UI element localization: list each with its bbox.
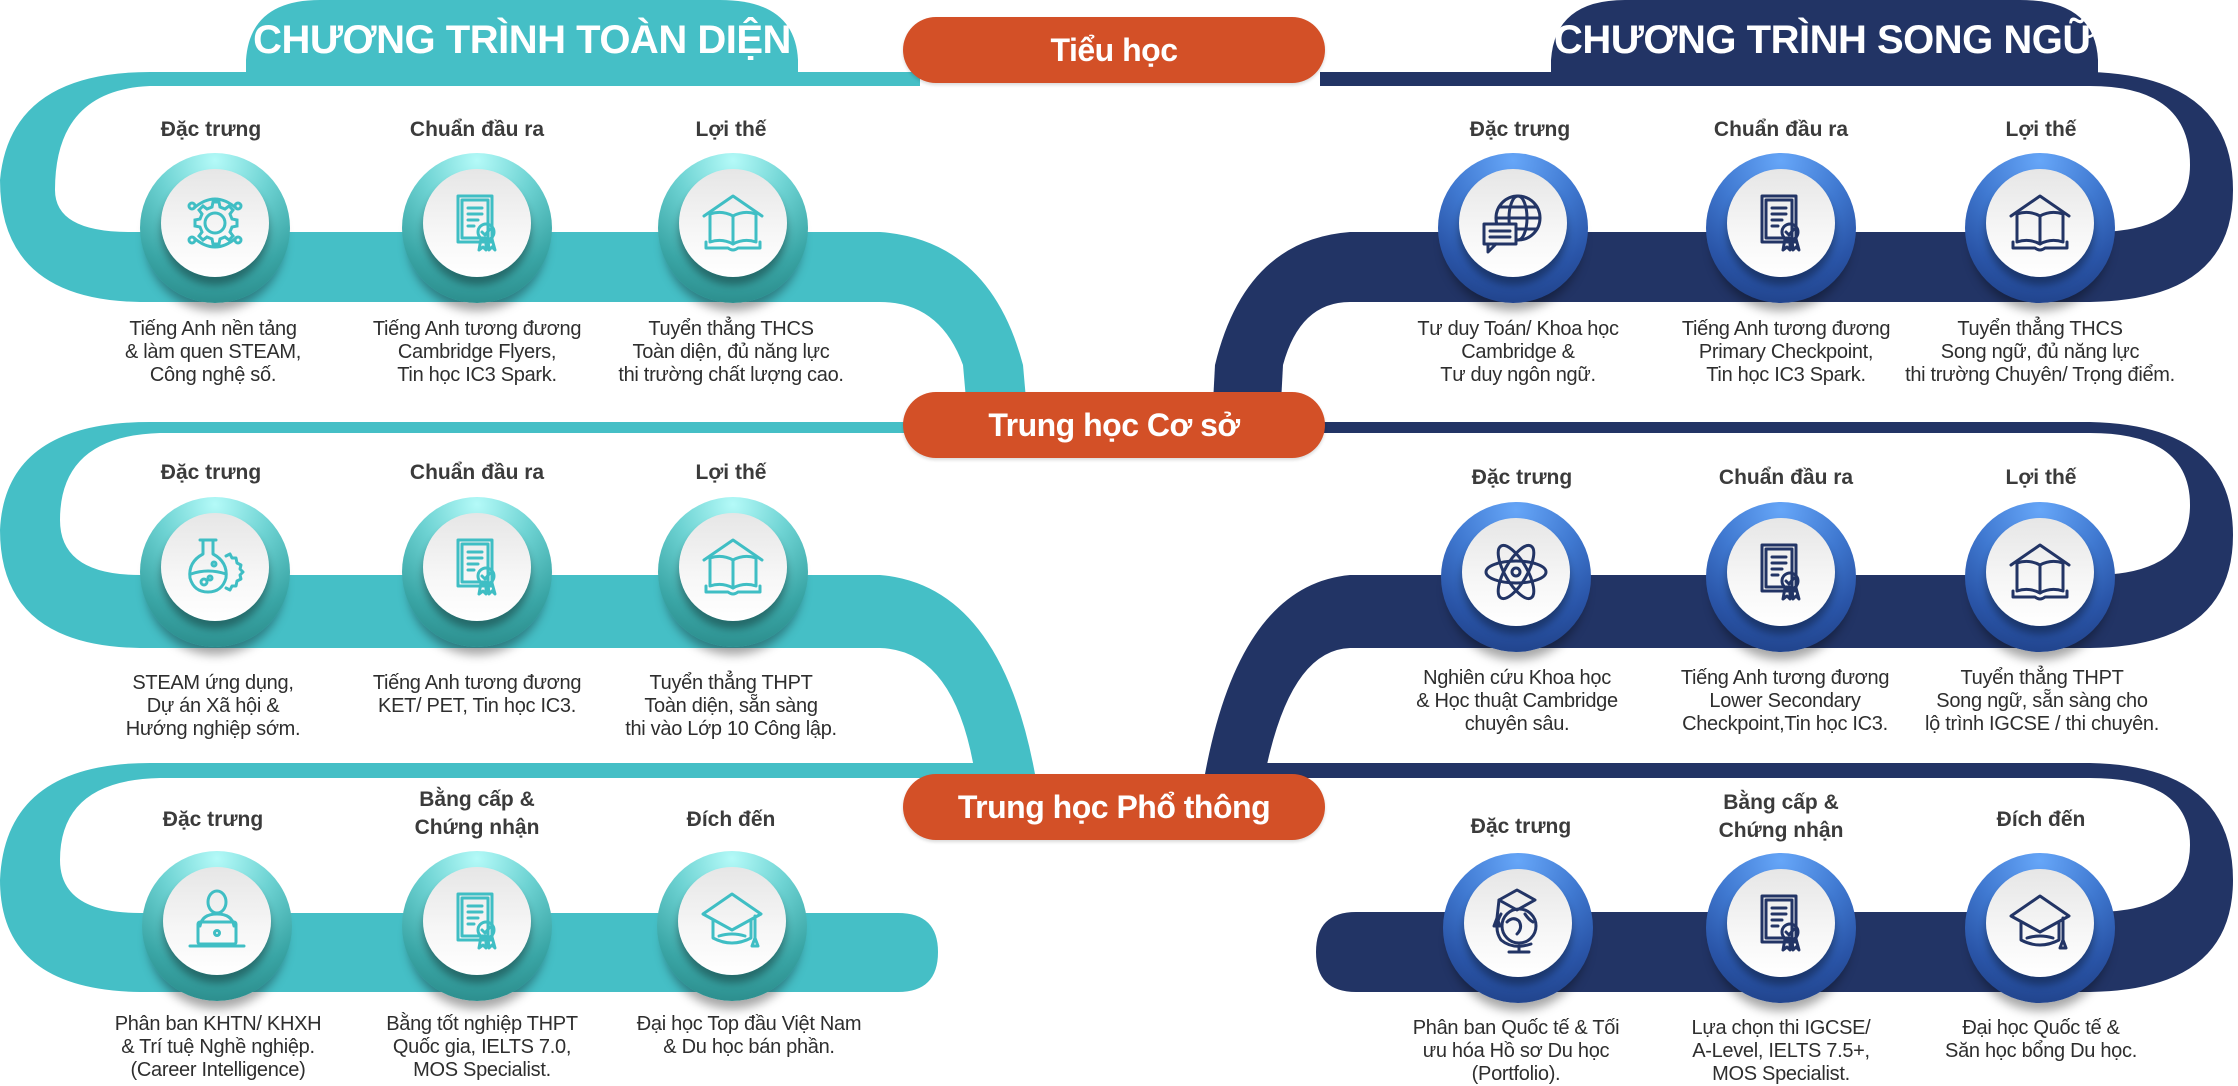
card-heading: Đặc trưng [1470, 815, 1572, 838]
feature-card-circle[interactable] [402, 851, 552, 1001]
card-description: Đại học Quốc tế &Săn học bổng Du học. [1945, 1017, 2137, 1062]
book-house-icon [702, 194, 764, 252]
level-pill-lower-secondary[interactable]: Trung học Cơ sở [903, 392, 1325, 458]
book-house-icon [2009, 543, 2071, 601]
feature-card-circle[interactable] [1965, 853, 2115, 1003]
certificate-icon [456, 892, 497, 950]
card-heading: Đích đến [686, 808, 776, 831]
certificate-icon [1760, 894, 1801, 952]
level-pill-primary[interactable]: Tiểu học [903, 17, 1325, 83]
feature-card-circle[interactable] [402, 497, 552, 647]
card-description: Tiếng Anh nền tảng& làm quen STEAM,Công … [124, 318, 302, 386]
feature-card-circle[interactable] [142, 851, 292, 1001]
program-title-bilingual: CHƯƠNG TRÌNH SONG NGỮ [1553, 18, 2096, 62]
card-heading: Đặc trưng [162, 808, 264, 831]
card-heading: Chuẩn đầu ra [409, 461, 545, 484]
card-heading: Đích đến [1996, 808, 2086, 831]
card-heading: Chuẩn đầu ra [1718, 466, 1854, 489]
globe-chat-icon [1482, 194, 1542, 254]
feature-card-circle[interactable] [1706, 153, 1856, 303]
feature-card-circle[interactable] [140, 153, 290, 303]
book-house-icon [2009, 194, 2071, 252]
person-laptop-icon [188, 889, 246, 948]
card-heading: Bằng cấp &Chứng nhận [1718, 791, 1844, 842]
card-heading: Lợi thế [2005, 118, 2077, 141]
card-description: Đại học Top đầu Việt Nam& Du học bán phầ… [636, 1013, 862, 1058]
feature-card-circle[interactable] [1438, 153, 1588, 303]
card-heading: Lợi thế [2005, 466, 2077, 489]
certificate-icon [1760, 543, 1801, 601]
card-heading: Lợi thế [695, 461, 767, 484]
gear-cycle-icon [187, 197, 243, 249]
card-heading: Đặc trưng [160, 461, 262, 484]
teal-track [0, 0, 1035, 992]
feature-card-circle[interactable] [657, 851, 807, 1001]
program-title-comprehensive: CHƯƠNG TRÌNH TOÀN DIỆN [253, 18, 791, 62]
certificate-icon [1760, 194, 1801, 252]
card-heading: Bằng cấp &Chứng nhận [414, 788, 540, 839]
graduation-cap-icon [701, 892, 763, 948]
card-heading: Chuẩn đầu ra [1713, 118, 1849, 141]
card-heading: Đặc trưng [1469, 118, 1571, 141]
card-heading: Đặc trưng [160, 118, 262, 141]
feature-card-circle[interactable] [658, 497, 808, 647]
card-description: Lựa chọn thi IGCSE/A-Level, IELTS 7.5+,M… [1691, 1017, 1871, 1085]
atom-icon [1484, 539, 1548, 605]
flask-gear-icon [188, 538, 245, 594]
card-heading: Lợi thế [695, 118, 767, 141]
level-pill-upper-secondary[interactable]: Trung học Phổ thông [903, 774, 1325, 840]
feature-card-circle[interactable] [1965, 502, 2115, 652]
feature-card-circle[interactable] [658, 153, 808, 303]
feature-card-circle[interactable] [402, 153, 552, 303]
feature-card-circle[interactable] [1706, 502, 1856, 652]
book-house-icon [702, 538, 764, 596]
certificate-icon [456, 194, 497, 252]
card-heading: Đặc trưng [1471, 466, 1573, 489]
card-heading: Chuẩn đầu ra [409, 118, 545, 141]
globe-grad-cap-icon [1492, 888, 1538, 954]
card-description: Nghiên cứu Khoa học& Học thuật Cambridge… [1416, 667, 1618, 735]
card-description: STEAM ứng dụng,Dự án Xã hội &Hướng nghiệ… [125, 672, 301, 740]
card-description: Phân ban KHTN/ KHXH& Trí tuệ Nghề nghiệp… [114, 1013, 322, 1081]
feature-card-circle[interactable] [1443, 853, 1593, 1003]
feature-card-circle[interactable] [1965, 153, 2115, 303]
feature-card-circle[interactable] [1706, 853, 1856, 1003]
certificate-icon [456, 538, 497, 596]
feature-card-circle[interactable] [1441, 502, 1591, 652]
graduation-cap-icon [2009, 894, 2071, 950]
feature-card-circle[interactable] [140, 497, 290, 647]
